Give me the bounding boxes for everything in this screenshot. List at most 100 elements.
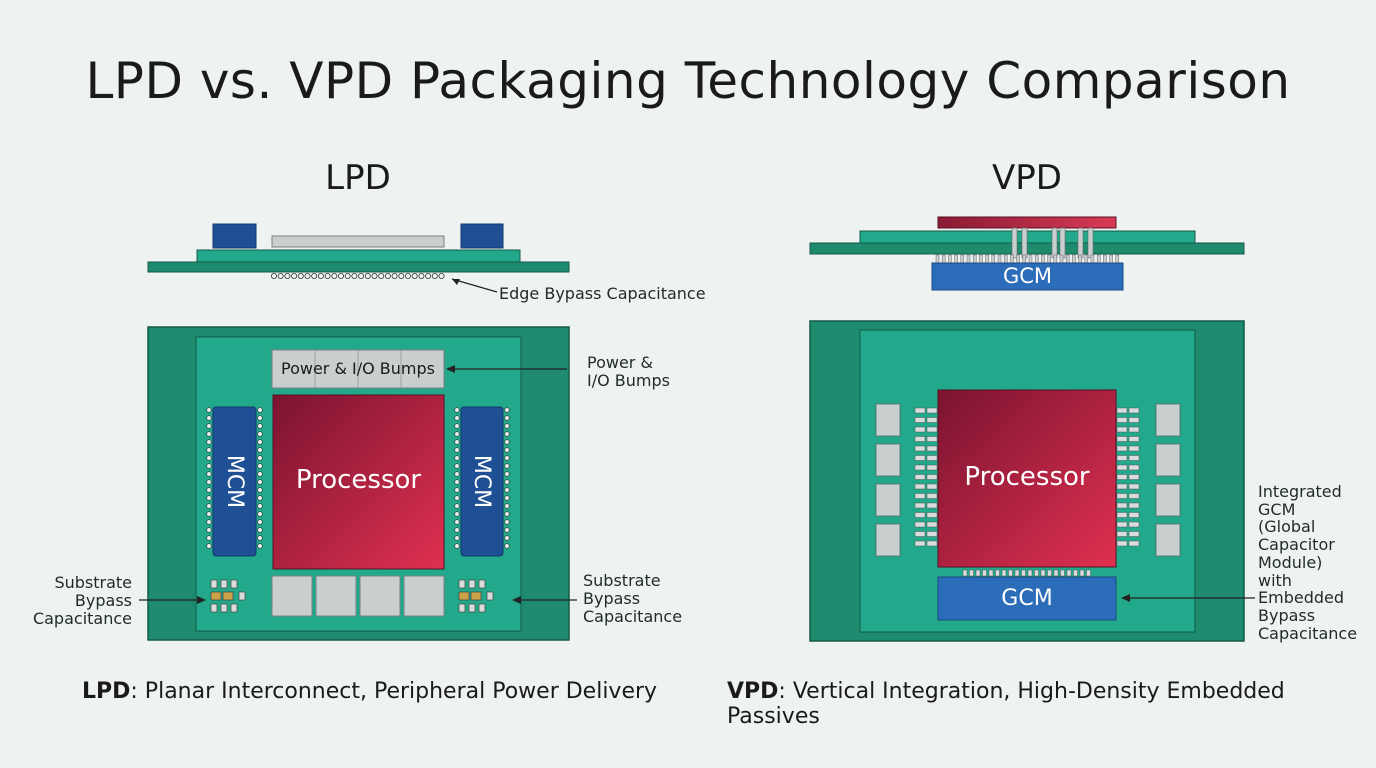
mcm-pin — [504, 463, 510, 469]
vpd-side-gcm-label: GCM — [1002, 264, 1053, 288]
mcm-pin — [504, 503, 510, 509]
mcm-pin — [504, 471, 510, 477]
mcm-pin — [454, 415, 460, 421]
vpd-processor-label: Processor — [964, 462, 1090, 492]
bypass-cap — [220, 603, 228, 613]
vpd-pin — [926, 426, 938, 433]
vpd-pin — [926, 445, 938, 452]
mcm-right — [460, 406, 504, 557]
bump — [425, 272, 432, 279]
vpd-pad — [1155, 523, 1181, 557]
vpd-pin — [982, 569, 987, 577]
mcm-pin — [206, 447, 212, 453]
vpd-pin — [926, 531, 938, 537]
lpd-side-mcm-left — [212, 223, 257, 249]
mcm-pin — [257, 503, 263, 509]
vpd-pad — [1155, 403, 1181, 437]
mcm-pin — [504, 439, 510, 445]
vpd-pin — [926, 464, 938, 471]
bypass-cap — [210, 603, 218, 613]
vpd-processor — [937, 389, 1117, 568]
vpd-pad — [1155, 443, 1181, 477]
vpd-bump — [972, 254, 977, 264]
vpd-bump — [1072, 254, 1076, 264]
bypass-cap — [458, 579, 466, 589]
bump — [418, 272, 425, 279]
vpd-pin — [962, 569, 968, 577]
vpd-pin — [914, 436, 926, 442]
bump — [337, 272, 344, 279]
vpd-bump — [1053, 254, 1058, 264]
vpd-pin — [1116, 531, 1128, 537]
vpd-pin — [1014, 569, 1020, 577]
mcm-pin — [454, 431, 460, 437]
vpd-pin — [1116, 455, 1128, 461]
vpd-pin — [995, 569, 1000, 577]
vpd-bump — [1090, 254, 1095, 264]
mcm-pin — [454, 527, 460, 533]
bump — [404, 272, 411, 279]
via — [1087, 227, 1094, 259]
mcm-pin — [454, 543, 460, 549]
vpd-pin — [1073, 569, 1078, 577]
bump — [384, 272, 391, 279]
vpd-caption: VPD: Vertical Integration, High-Density … — [727, 679, 1376, 729]
bypass-cap — [458, 603, 466, 613]
mcm-pin — [257, 495, 263, 501]
vpd-pin — [1128, 426, 1140, 433]
mcm-right-pins — [454, 407, 510, 549]
mcm-pin — [257, 543, 263, 549]
lpd-bottom-pad — [315, 575, 357, 617]
mcm-right-label-wrap: MCM — [461, 407, 503, 556]
substrate-left-line: Bypass — [74, 591, 132, 610]
gcm-annotation-line: Bypass — [1258, 605, 1316, 625]
vpd-pin — [1128, 493, 1140, 499]
vpd-pin — [1040, 569, 1046, 577]
mcm-pin — [257, 471, 263, 477]
vpd-gcm — [937, 576, 1117, 621]
mcm-pin — [206, 527, 212, 533]
mcm-pin — [257, 511, 263, 517]
vpd-pin — [1128, 455, 1140, 461]
vpd-pin — [1008, 569, 1013, 577]
vpd-pin — [914, 426, 926, 433]
bump — [371, 272, 378, 279]
mcm-pin — [257, 527, 263, 533]
mcm-pin — [206, 455, 212, 461]
lpd-caption: LPD: Planar Interconnect, Peripheral Pow… — [82, 679, 657, 704]
vpd-pin — [988, 569, 994, 577]
lpd-bottom-pad — [271, 575, 313, 617]
vpd-pin — [914, 474, 926, 480]
vpd-pin — [1128, 521, 1140, 528]
vpd-pin — [926, 436, 938, 442]
substrate-right-annotation: Substrate Bypass Capacitance — [583, 572, 682, 626]
mcm-pin — [206, 463, 212, 469]
mcm-pin — [454, 447, 460, 453]
mcm-pin — [206, 415, 212, 421]
bump — [378, 272, 385, 279]
gcm-annotation-line: GCM — [1258, 499, 1296, 519]
mcm-pin — [206, 423, 212, 429]
vpd-caption-rest: : Vertical Integration, High-Density Emb… — [727, 679, 1285, 729]
vpd-pin — [926, 483, 938, 490]
substrate-left-line: Capacitance — [32, 609, 132, 628]
via — [1011, 227, 1018, 259]
gcm-annotation-line: Capacitance — [1258, 623, 1358, 643]
lpd-processor-label: Processor — [295, 465, 422, 495]
vpd-pin — [926, 512, 938, 518]
vpd-bump — [935, 254, 940, 264]
via — [1051, 227, 1058, 259]
mcm-pin — [206, 479, 212, 485]
bump — [270, 272, 277, 279]
vpd-bump — [1115, 254, 1120, 264]
lpd-caption-bold: LPD — [82, 679, 131, 704]
bump — [364, 272, 371, 279]
vpd-bump — [960, 254, 965, 264]
mcm-pin — [504, 495, 510, 501]
lpd-side-bumps — [270, 272, 445, 279]
mcm-pin — [257, 455, 263, 461]
substrate-right-line: Bypass — [583, 589, 641, 608]
bump — [351, 272, 358, 279]
bypass-cap — [220, 579, 228, 589]
bypass-cap — [486, 591, 494, 601]
